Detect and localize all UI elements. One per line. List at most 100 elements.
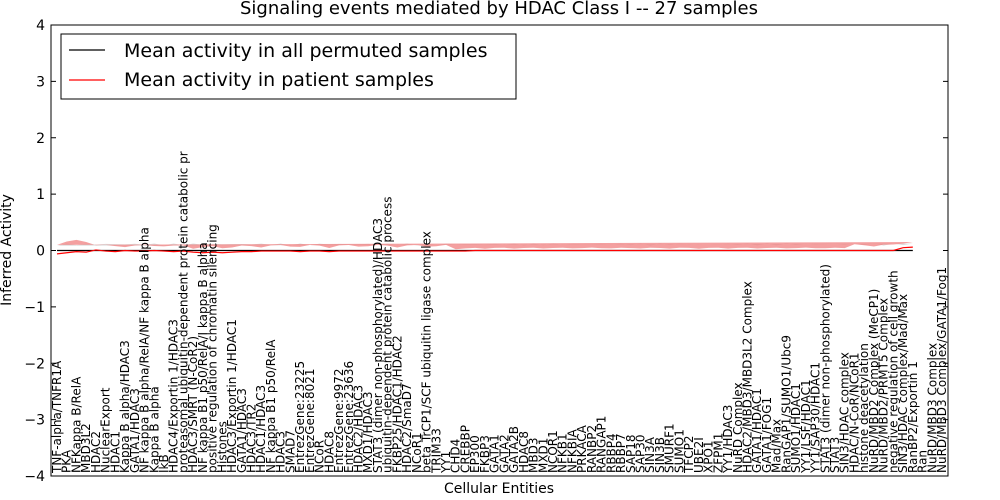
entity-label: HDAC2/HDAC3 <box>351 385 365 473</box>
lines-layer <box>56 246 913 255</box>
entity-label: EntrezGene:9972 <box>332 369 346 474</box>
y-tick-label: −1 <box>24 300 45 316</box>
patient-spread-band <box>57 239 913 250</box>
entity-label: SUMO1/HDAC1 <box>789 383 803 473</box>
entity-label: NCoR1 <box>410 432 424 473</box>
entity-label: NFKappa B/RelA <box>69 376 83 473</box>
entity-label: NuRD/MBD3 Complex/GATA1/Fog1 <box>935 267 949 473</box>
entity-label: HDAC/N-CoR/NCoR1 <box>847 352 861 473</box>
entity-label: XPO1 <box>702 440 716 473</box>
legend: Mean activity in all permuted samples Me… <box>60 33 517 100</box>
entity-label: YY1/LSF/HDAC1 <box>799 379 813 474</box>
y-tick-label: 1 <box>36 187 45 203</box>
entity-label: HDAC8 <box>517 431 531 473</box>
entity-label: EntrezGene:8021 <box>303 369 317 474</box>
entity-label: GATA1 <box>488 434 502 473</box>
entity-label: UBE2I <box>692 437 706 473</box>
entity-label: NFKB1 <box>556 433 570 473</box>
x-axis-title: Cellular Entities <box>444 481 554 497</box>
entity-label: NuRD Complex <box>731 382 745 473</box>
y-tick-label: 3 <box>36 74 45 90</box>
entity-label: STAT3 (dimer non-phosphorylated) <box>818 264 832 473</box>
entity-label: MBD3 <box>527 438 541 473</box>
plot-border <box>50 24 949 477</box>
entity-label: HDAC8 <box>322 431 336 473</box>
entity-label: YY1/HDAC3 <box>721 405 735 474</box>
entity-label: RANBP2 <box>585 425 599 473</box>
y-tick-label: 4 <box>36 18 45 34</box>
entity-label: CHD4 <box>449 439 463 473</box>
entity-label: HDAC2/MBD3/MBD3L2 Complex <box>740 281 754 473</box>
entity-label: HDAC1/HDAC3 <box>254 385 268 473</box>
entity-label: NuclearExport <box>99 387 113 473</box>
entity-label: NuRD/MBD2 Complex (MeCP1) <box>867 289 881 473</box>
entity-label: HDAC3 <box>274 431 288 473</box>
entity-label: histone deacetylation <box>857 343 871 473</box>
entity-label: SIN3A <box>643 436 657 473</box>
y-tick-label: 2 <box>36 131 45 147</box>
legend-patient-label: Mean activity in patient samples <box>124 69 434 91</box>
entity-label: NF kappa B1 p50/RelA/I kappa B alpha <box>196 242 210 473</box>
entity-label: FKBP3 <box>478 435 492 473</box>
entity-label: SIN3/HDAC complex <box>838 352 852 473</box>
entity-label: HDAC1 <box>108 431 122 473</box>
entity-label: SIN3/HDAC complex/Mad/Max <box>896 294 910 473</box>
entity-label: YY1/SAP30/HDAC1 <box>809 362 823 474</box>
entity-label: SUMO1 <box>672 429 686 473</box>
entity-label: MXD1/HDAC3 <box>361 391 375 473</box>
y-tick-label: 0 <box>36 244 45 260</box>
entity-label: Kappa B alpha <box>147 386 161 473</box>
entity-label: SIN3B <box>653 437 667 473</box>
entity-label: HDAC2 <box>89 431 103 473</box>
entity-label: NF kappa B1 p50/RelA <box>264 339 278 473</box>
entity-label: NFKBIA <box>565 428 579 473</box>
entity-label: Ran <box>916 450 930 473</box>
entity-label: EP300 <box>468 435 482 473</box>
entity-label: Mad/Max <box>770 419 784 473</box>
entity-label: NCOR1 <box>546 430 560 473</box>
entity-label: GATA2 <box>497 434 511 473</box>
entity-label: HDAC3/TR2 <box>245 404 259 473</box>
entity-label: EntrezGene:23225 <box>293 361 307 473</box>
entity-label: ZFPM1 <box>711 433 725 473</box>
entity-label: NF kappa B alpha/RelA/NF kappa B alpha <box>138 227 152 473</box>
entity-label: RanGAP1/SUMO1/Ubc9 <box>779 335 793 473</box>
entity-label: GATA1/HDAC3 <box>235 388 249 473</box>
entity-label: MXD1 <box>536 438 550 473</box>
entity-label: SMURF1 <box>663 423 677 473</box>
legend-box <box>60 33 517 100</box>
entity-label: positive regulation of chromatin silenci… <box>206 224 220 473</box>
entity-label: NCoR <box>313 440 327 473</box>
entity-label: GATA2B <box>507 426 521 473</box>
entity-label: Kappa B alpha/HDAC3 <box>118 340 132 473</box>
entity-label: STAT3 (dimer non-phosphorylated)/HDAC3 <box>371 218 385 473</box>
entity-label: RANGAP1 <box>595 416 609 473</box>
chart-title: Signaling events mediated by HDAC Class … <box>240 0 758 19</box>
bands-layer <box>57 239 913 250</box>
entity-label: RBBP7 <box>614 433 628 473</box>
entity-label: HDAC2/SmaD7 <box>400 383 414 473</box>
entity-label: FKBP25/HDAC1/HDAC2 <box>390 335 404 473</box>
patient-mean-line <box>56 246 913 255</box>
entity-label: GATA1/HDAC1 <box>750 388 764 473</box>
entity-label: STAT3 <box>828 437 842 473</box>
entity-label: YY1 <box>439 451 453 474</box>
entity-label: SMAD7 <box>283 430 297 473</box>
entity-label: HDAC3/Exportin 1/HDAC1 <box>225 319 239 473</box>
y-tick-label: −3 <box>24 413 45 429</box>
entity-label: TRIM33 <box>429 428 443 474</box>
entity-label: GATA1/FOG1 <box>760 397 774 473</box>
entity-label: Histones <box>215 421 229 473</box>
entity-label: beta TrCP1/SCF ubiquitin ligase complex <box>420 231 434 473</box>
entity-label: proteasomal ubiquitin-dependent protein … <box>176 151 190 473</box>
entity-label: SAP18 <box>624 434 638 473</box>
entity-label: IkB <box>157 454 171 473</box>
entity-label: SAP30 <box>634 434 648 473</box>
entity-label: HDAC3/SMRT (N-CoR2) <box>186 336 200 473</box>
entity-label: HDAC4/Exportin 1/HDAC3 <box>167 319 181 473</box>
legend-permuted-label: Mean activity in all permuted samples <box>124 40 487 62</box>
entity-label: PKA <box>60 449 74 473</box>
y-tick-label: −4 <box>24 469 45 485</box>
